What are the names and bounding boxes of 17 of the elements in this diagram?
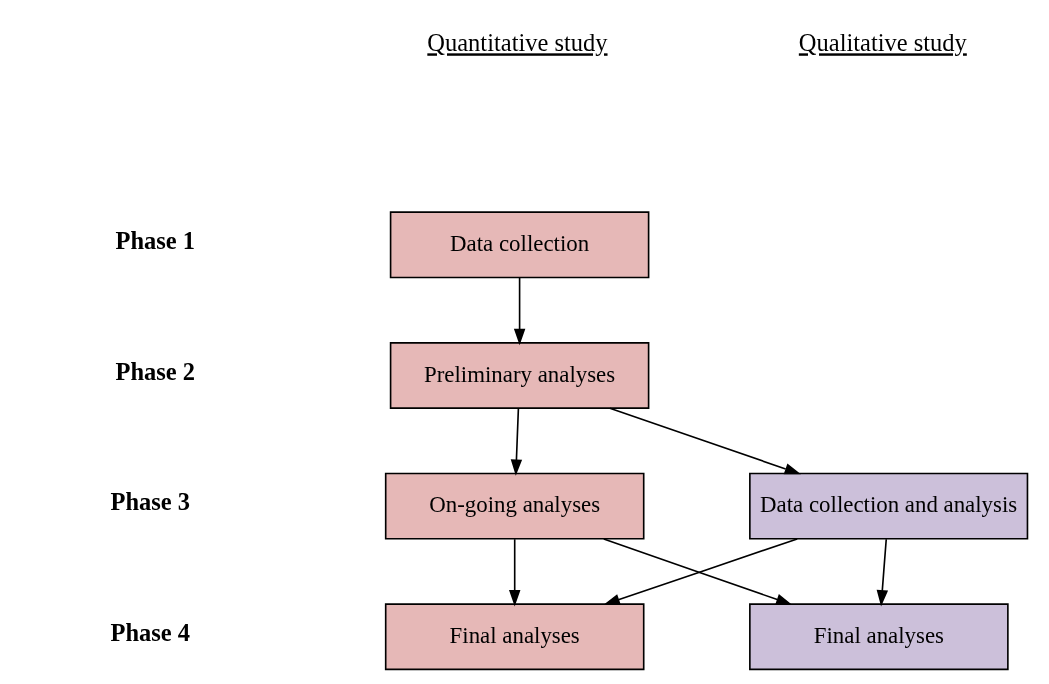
label: Quantitative study: [427, 29, 608, 57]
node-box: Data collection and analysis: [749, 472, 1029, 540]
node-box: Final analyses: [384, 603, 645, 671]
label: Phase 4: [110, 618, 191, 646]
label: Qualitative study: [798, 29, 967, 57]
arrow: [876, 538, 889, 607]
label: Phase 3: [110, 488, 191, 516]
label: Phase 1: [115, 226, 196, 254]
arrow: [513, 277, 526, 346]
node-box: Preliminary analyses: [389, 342, 650, 409]
arrow: [509, 538, 521, 607]
node-box: Data collection: [389, 211, 650, 279]
node-box: On-going analyses: [384, 472, 645, 540]
node-box: Final analyses: [749, 603, 1009, 671]
label: Phase 2: [115, 357, 196, 385]
arrow: [609, 407, 801, 475]
arrow: [510, 407, 523, 476]
